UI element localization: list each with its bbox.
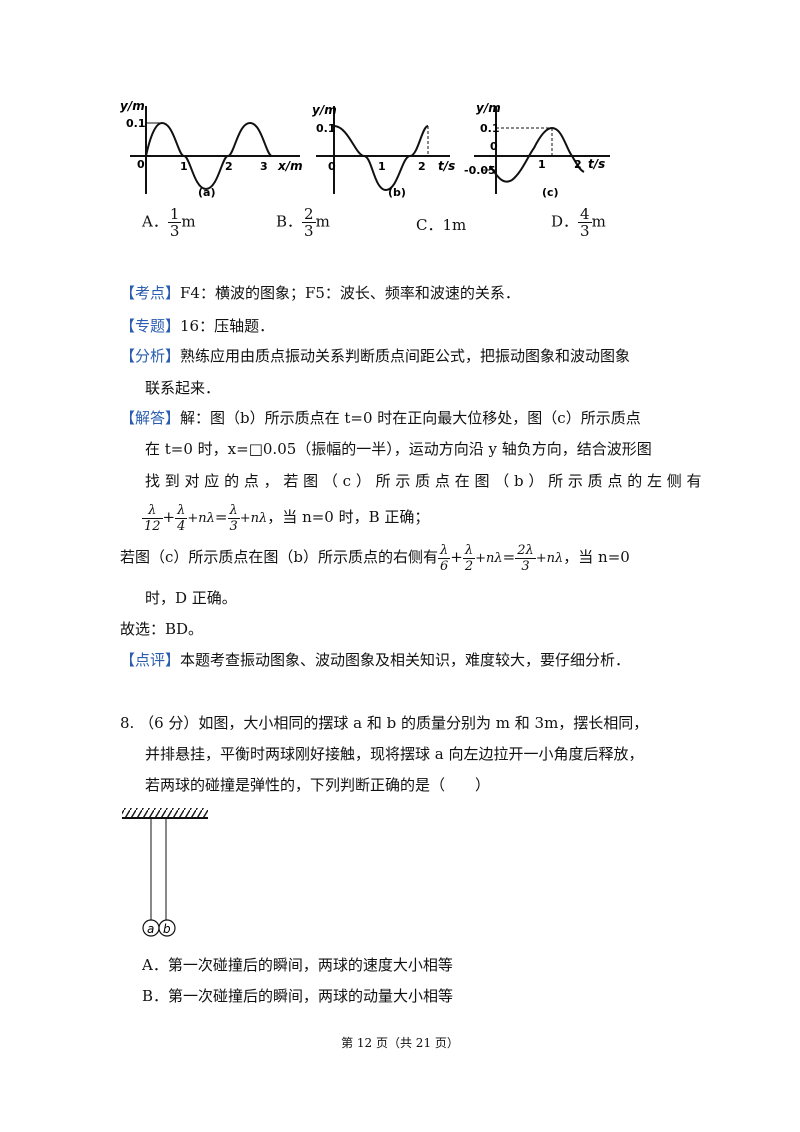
q8-option-a: A．第一次碰撞后的瞬间，两球的速度大小相等: [142, 956, 453, 974]
graph-b-tick-1: 1: [378, 160, 386, 173]
ball-b-label: b: [163, 922, 171, 936]
graph-c-amp: 0.1: [480, 122, 500, 135]
graph-b-ylabel: y/m: [312, 103, 337, 117]
graph-c-origin: 0: [490, 140, 498, 153]
guxuan: 故选：BD。: [120, 620, 204, 638]
q8-line2: 并排悬挂，平衡时两球刚好接触，现将摆球 a 向左边拉开一小角度后释放，: [145, 745, 644, 763]
graph-a: y/m 0.1 0 1 2 3 x/m (a): [120, 99, 303, 198]
graph-a-ylabel: y/m: [120, 99, 145, 113]
graph-c-xlabel: t/s: [588, 157, 605, 171]
graph-c: y/m 0.1 0 -0.05 1 2 t/s (c): [464, 101, 610, 198]
ball-a-label: a: [147, 922, 154, 936]
graph-a-amp: 0.1: [126, 117, 146, 130]
q8-line3: 若两球的碰撞是弹性的，下列判断正确的是（ ）: [145, 776, 491, 794]
wave-b: [333, 125, 429, 192]
graph-b-origin: 0: [328, 160, 336, 173]
page-footer: 第 12 页（共 21 页）: [341, 1036, 459, 1050]
fenxi-cont: 联系起来．: [145, 379, 221, 397]
graph-a-tick-2: 2: [225, 160, 233, 173]
graph-c-tick-1: 1: [538, 158, 546, 171]
graph-b-amp: 0.1: [316, 122, 336, 135]
dianping: 【点评】本题考查振动图象、波动图象及相关知识，难度较大，要仔细分析．: [120, 651, 631, 669]
ceiling-hatch: [122, 808, 208, 818]
graph-a-caption: (a): [198, 186, 215, 198]
graph-a-xlabel: x/m: [277, 159, 303, 173]
pendulum-figure: a b: [122, 808, 208, 937]
q8-option-b: B．第一次碰撞后的瞬间，两球的动量大小相等: [142, 987, 454, 1005]
graph-b-tick-2: 2: [418, 160, 426, 173]
q8-line1: 8. （6 分）如图，大小相同的摆球 a 和 b 的质量分别为 m 和 3m，摆…: [120, 714, 649, 732]
option-c: C．1m: [416, 216, 467, 234]
graph-b-caption: (b): [388, 186, 406, 198]
jieda-line6: 时，D 正确。: [145, 589, 237, 607]
ball-b: [158, 919, 176, 937]
graph-a-tick-3: 3: [260, 160, 268, 173]
wave-a: [145, 121, 273, 191]
wave-c: [489, 126, 585, 183]
graph-b-xlabel: t/s: [438, 159, 455, 173]
jieda-line3: 找 到 对 应 的 点 ， 若 图 （ c ） 所 示 质 点 在 图 （ b …: [145, 472, 702, 490]
graph-a-origin: 0: [137, 158, 145, 171]
graph-c-neg: -0.05: [464, 164, 496, 177]
jieda-line2: 在 t=0 时，x=□0.05（振幅的一半），运动方向沿 y 轴负方向，结合波形…: [145, 440, 652, 458]
graph-c-ylabel: y/m: [476, 101, 501, 115]
graph-a-tick-1: 1: [180, 160, 188, 173]
graph-c-caption: (c): [542, 186, 559, 198]
graph-c-tick-2: 2: [574, 158, 582, 171]
jieda: 【解答】解：图（b）所示质点在 t=0 时在正向最大位移处，图（c）所示质点: [120, 409, 641, 427]
fenxi: 【分析】熟练应用由质点振动关系判断质点间距公式，把振动图象和波动图象: [120, 347, 631, 365]
kaodian: 【考点】F4：横波的图象；F5：波长、频率和波速的关系．: [120, 284, 520, 302]
zhuanti: 【专题】16：压轴题．: [120, 317, 275, 335]
graph-b: y/m 0.1 0 1 2 t/s (b): [312, 103, 455, 198]
